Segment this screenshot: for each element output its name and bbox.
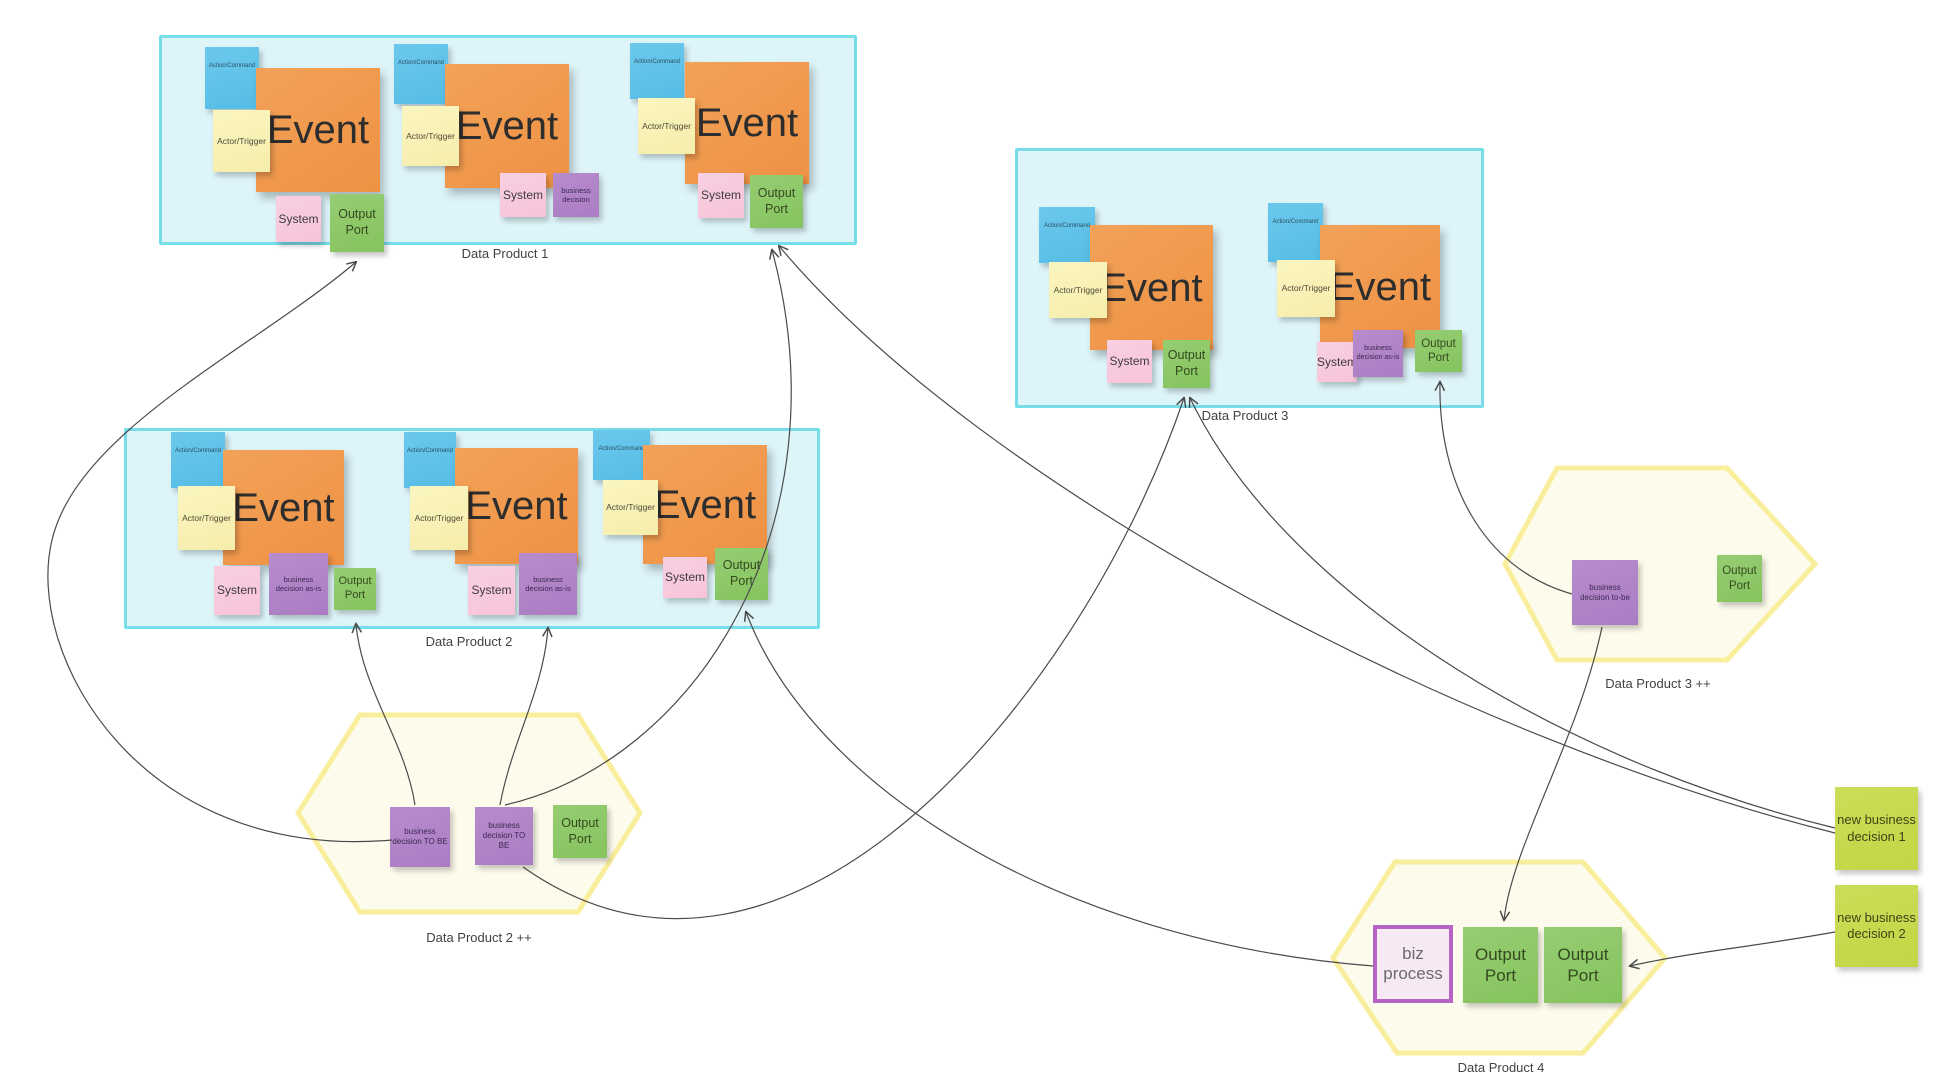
dp1-cluster3-action-command[interactable]: Action/Command: [630, 43, 684, 99]
connector-nbd1-to-dp3-c1-op[interactable]: [1190, 398, 1836, 829]
dp2-cluster1-actor-trigger[interactable]: Actor/Trigger: [178, 486, 235, 550]
dp3-cluster1-system[interactable]: System: [1107, 340, 1152, 383]
data-product-2-label: Data Product 2: [425, 634, 513, 649]
dp1-cluster3-actor-trigger[interactable]: Actor/Trigger: [638, 98, 695, 154]
dp2-cluster2-system[interactable]: System: [468, 566, 515, 615]
dp3pp-output-port[interactable]: Output Port: [1717, 555, 1762, 602]
data-product-3-label: Data Product 3: [1201, 408, 1289, 423]
dp2-cluster1-business-decision-as-is[interactable]: business decision as-is: [269, 553, 328, 615]
dp3-cluster2-action-command[interactable]: Action/Command: [1268, 203, 1323, 262]
dp2-cluster3-event[interactable]: Event: [643, 445, 767, 564]
dp2-cluster3-actor-trigger[interactable]: Actor/Trigger: [603, 480, 658, 535]
connector-dp3pp-bd-to-dp4-op1[interactable]: [1504, 626, 1603, 920]
connector-biz-to-dp2-c3-op[interactable]: [746, 612, 1374, 967]
dp1-cluster3-output-port[interactable]: Output Port: [750, 175, 803, 228]
dp3-cluster1-output-port[interactable]: Output Port: [1163, 340, 1210, 388]
connector-dp3pp-bd-to-dp3-c2-op[interactable]: [1440, 382, 1573, 595]
biz-process[interactable]: biz process: [1373, 925, 1453, 1003]
data-product-3pp-label: Data Product 3 ++: [1605, 676, 1711, 691]
dp2-cluster1-output-port[interactable]: Output Port: [334, 568, 376, 610]
dp1-cluster1-system[interactable]: System: [276, 196, 321, 242]
dp2-cluster2-action-command[interactable]: Action/Command: [404, 432, 456, 488]
dp3-cluster1-actor-trigger[interactable]: Actor/Trigger: [1049, 262, 1107, 318]
new-business-decision-1[interactable]: new business decision 1: [1835, 787, 1918, 870]
dp1-cluster2-action-command[interactable]: Action/Command: [394, 44, 448, 104]
dp2pp-business-decision-to-be-1[interactable]: business decision TO BE: [390, 807, 450, 867]
dp2pp-output-port[interactable]: Output Port: [553, 805, 607, 858]
dp2-cluster2-event[interactable]: Event: [455, 448, 578, 564]
data-product-3pp-hexagon[interactable]: [1497, 460, 1823, 668]
dp3-cluster2-business-decision-as-is[interactable]: business decision as-is: [1353, 330, 1403, 377]
dp2pp-business-decision-to-be-2[interactable]: business decision TO BE: [475, 807, 533, 865]
dp2-cluster1-action-command[interactable]: Action/Command: [171, 432, 225, 488]
dp2-cluster2-actor-trigger[interactable]: Actor/Trigger: [410, 486, 468, 550]
dp2-cluster3-output-port[interactable]: Output Port: [715, 548, 768, 600]
connector-nbd2-to-dp4-op2[interactable]: [1630, 931, 1836, 966]
dp1-cluster1-action-command[interactable]: Action/Command: [205, 47, 259, 109]
dp1-cluster2-event[interactable]: Event: [445, 64, 569, 188]
dp2-cluster1-event[interactable]: Event: [223, 450, 344, 565]
data-product-1-label: Data Product 1: [461, 246, 549, 261]
dp4-output-port-2[interactable]: Output Port: [1544, 927, 1622, 1003]
dp2-cluster1-system[interactable]: System: [214, 566, 260, 615]
dp1-cluster2-actor-trigger[interactable]: Actor/Trigger: [402, 106, 459, 166]
dp2-cluster2-business-decision-as-is[interactable]: business decision as-is: [519, 553, 577, 615]
dp4-output-port-1[interactable]: Output Port: [1463, 927, 1538, 1003]
dp2-cluster3-system[interactable]: System: [663, 557, 707, 598]
dp3-cluster2-output-port[interactable]: Output Port: [1415, 330, 1462, 372]
dp1-cluster1-output-port[interactable]: Output Port: [330, 194, 384, 252]
connector-dp2pp-bd2-to-dp2-c2-bd[interactable]: [499, 628, 548, 806]
dp3pp-business-decision-to-be[interactable]: business decision to-be: [1572, 560, 1638, 625]
data-product-2pp-label: Data Product 2 ++: [426, 930, 532, 945]
dp2-cluster3-action-command[interactable]: Action/Command: [593, 430, 650, 480]
dp3-cluster2-actor-trigger[interactable]: Actor/Trigger: [1277, 260, 1335, 317]
dp1-cluster3-system[interactable]: System: [698, 173, 744, 218]
dp3-cluster2-system[interactable]: System: [1317, 342, 1357, 382]
dp1-cluster3-event[interactable]: Event: [685, 62, 809, 184]
dp3-cluster1-event[interactable]: Event: [1090, 225, 1213, 350]
connector-dp2pp-bd1-to-dp2-c1-op[interactable]: [356, 624, 416, 806]
dp1-cluster2-system[interactable]: System: [500, 173, 546, 217]
dp3-cluster1-action-command[interactable]: Action/Command: [1039, 207, 1095, 263]
data-product-4-label: Data Product 4: [1457, 1060, 1545, 1075]
dp1-cluster2-business-decision[interactable]: business decision: [553, 173, 599, 217]
dp1-cluster1-actor-trigger[interactable]: Actor/Trigger: [213, 110, 270, 172]
dp1-cluster1-event[interactable]: Event: [256, 68, 380, 192]
new-business-decision-2[interactable]: new business decision 2: [1835, 885, 1918, 967]
